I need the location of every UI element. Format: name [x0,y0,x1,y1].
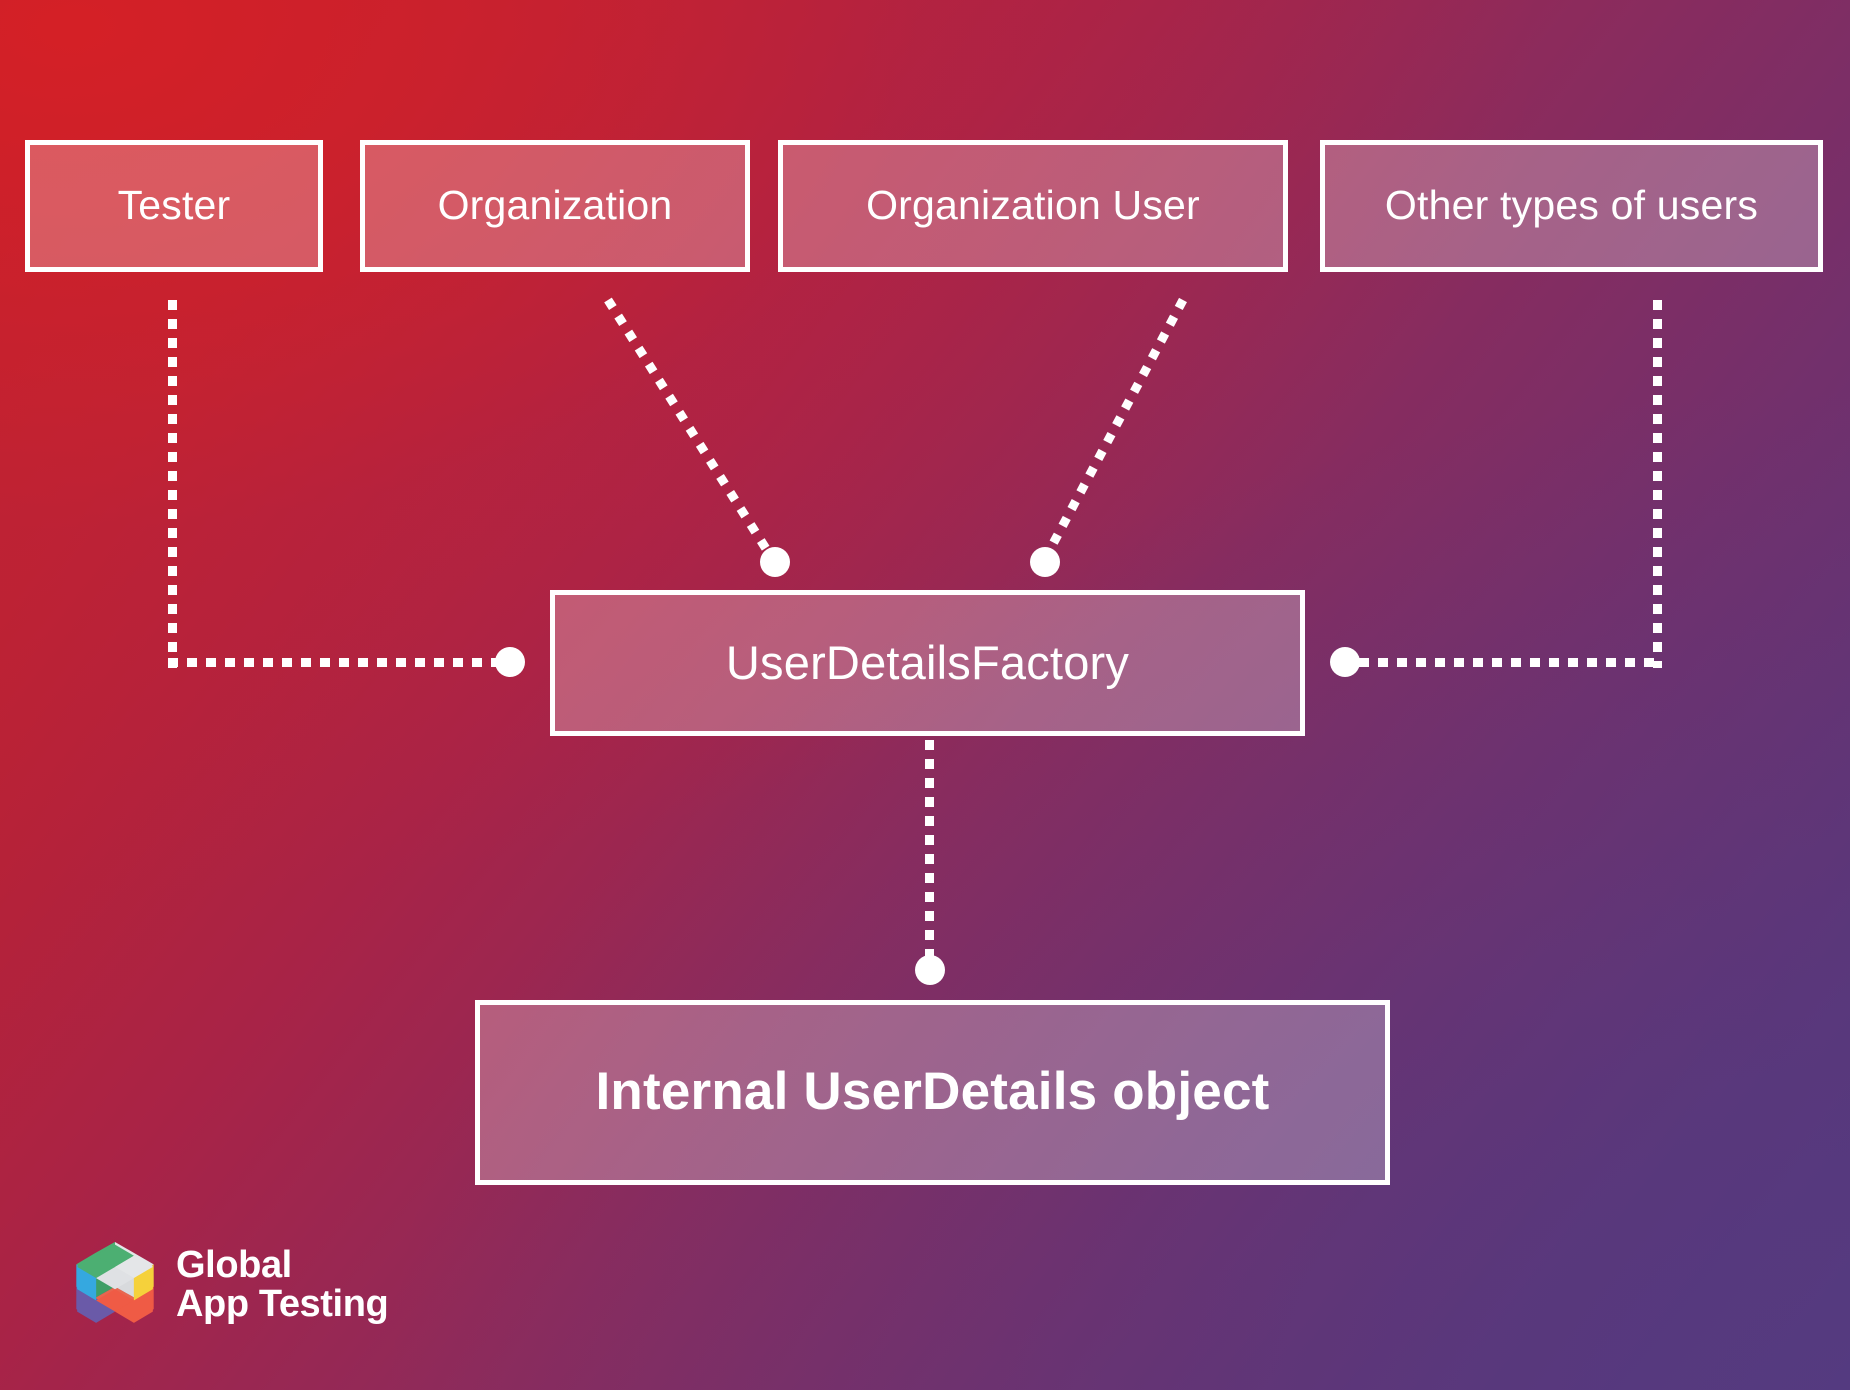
node-organization: Organization [360,140,750,272]
node-internal-user-details-object: Internal UserDetails object [475,1000,1390,1185]
node-other-types-of-users: Other types of users [1320,140,1823,272]
connector-factory-to-userdetails [925,740,934,980]
node-organization-user: Organization User [778,140,1288,272]
connector-other-users-horizontal [1340,658,1662,667]
node-internal-user-details-object-label: Internal UserDetails object [595,1062,1270,1122]
brand-logo: Global App Testing [72,1240,389,1330]
node-user-details-factory: UserDetailsFactory [550,590,1305,736]
connector-tester-horizontal [168,658,520,667]
connector-org-user-diagonal [1043,297,1187,558]
brand-logo-line-2: App Testing [176,1283,389,1325]
connector-organization-diagonal [604,297,774,558]
connector-tester-vertical [168,300,177,668]
node-other-types-of-users-label: Other types of users [1384,182,1759,229]
node-organization-user-label: Organization User [866,182,1200,229]
connector-other-users-vertical [1653,300,1662,668]
connector-dot-tester [495,647,525,677]
node-tester-label: Tester [117,182,231,229]
brand-logo-line-1: Global [176,1244,292,1287]
node-organization-label: Organization [437,182,673,229]
hexagon-cube-icon [76,1242,154,1323]
node-tester: Tester [25,140,323,272]
connector-dot-organization [760,547,790,577]
connector-dot-userdetails [915,955,945,985]
connector-dot-org-user [1030,547,1060,577]
connector-dot-other-users [1330,647,1360,677]
brand-logo-text: Global App Testing [176,1244,389,1325]
node-user-details-factory-label: UserDetailsFactory [725,636,1130,690]
